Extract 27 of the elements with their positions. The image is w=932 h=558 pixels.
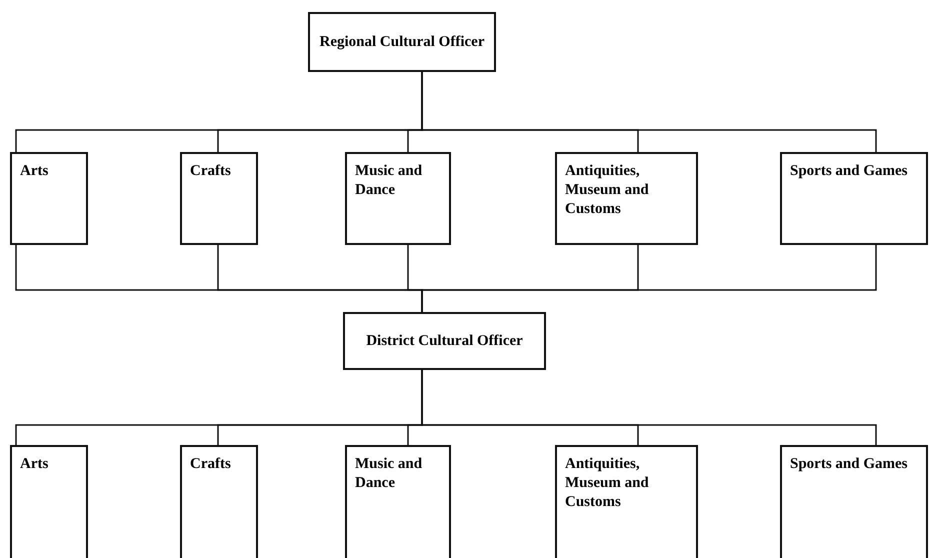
box-label: Crafts <box>190 455 232 474</box>
box-label: Regional Cultural Officer <box>320 32 484 52</box>
org-box <box>345 152 451 245</box>
connector-line <box>421 370 877 445</box>
org-box <box>180 445 258 558</box>
org-box <box>180 152 258 245</box>
box-label: Antiquities, Museum and Customs <box>565 455 650 512</box>
org-box <box>555 152 698 245</box>
box-label: Antiquities, Museum and Customs <box>565 162 650 219</box>
org-box <box>10 152 88 245</box>
box-label: Sports and Games <box>790 162 909 181</box>
box-label: Crafts <box>190 162 232 181</box>
box-label: Music and Dance <box>355 162 424 200</box>
org-box <box>780 152 928 245</box>
box-label: District Cultural Officer <box>366 332 523 350</box>
connector-line <box>421 72 877 152</box>
org-box <box>308 12 496 72</box>
org-box <box>345 445 451 558</box>
org-box <box>780 445 928 558</box>
box-label: Music and Dance <box>355 455 424 493</box>
box-label: Sports and Games <box>790 455 909 474</box>
box-label: Arts <box>20 162 50 181</box>
org-box <box>343 312 546 370</box>
org-box <box>555 445 698 558</box>
connector-line <box>421 245 877 312</box>
org-box <box>10 445 88 558</box>
box-label: Arts <box>20 455 50 474</box>
